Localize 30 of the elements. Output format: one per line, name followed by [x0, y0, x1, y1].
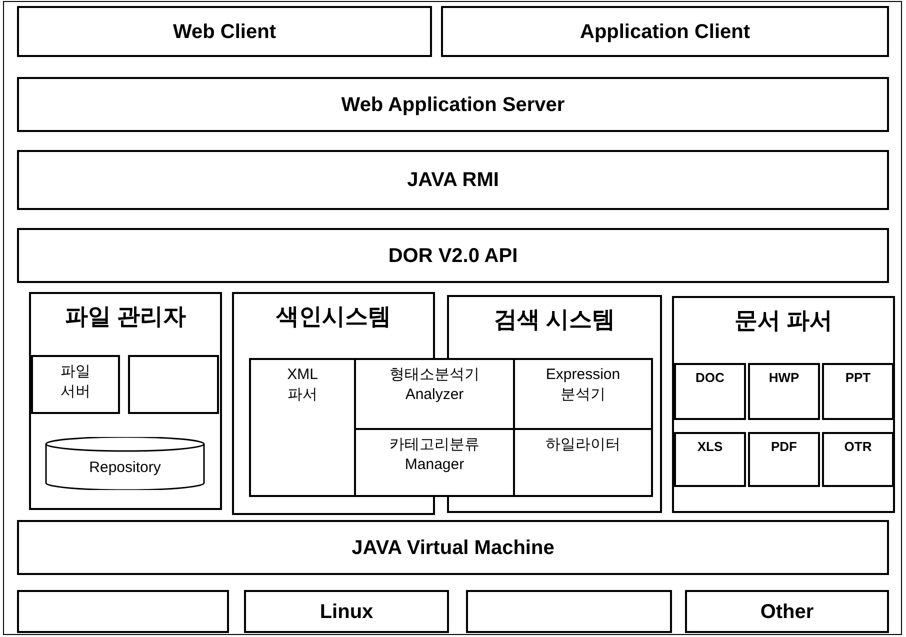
component-box: 형태소분석기 Analyzer: [354, 358, 515, 430]
module-heading: 문서 파서: [733, 306, 834, 335]
component-box: 파일 서버: [31, 355, 120, 414]
empty-box: [128, 355, 219, 414]
platform-box: Other: [685, 590, 889, 633]
component-box: Expression 분석기: [513, 358, 653, 430]
module-heading: 파일 관리자: [64, 302, 188, 331]
empty-box: [17, 590, 229, 633]
module-box: [29, 292, 222, 510]
format-box: DOC: [674, 363, 746, 420]
format-box: PDF: [748, 432, 820, 487]
empty-box: [466, 590, 672, 633]
module-box: [672, 296, 895, 513]
format-box: XLS: [674, 432, 746, 487]
layer-box: JAVA Virtual Machine: [17, 520, 889, 575]
module-heading: 색인시스템: [275, 302, 392, 331]
layer-box: JAVA RMI: [17, 150, 889, 210]
layer-box: Web Application Server: [17, 77, 889, 132]
layer-box: Web Client: [17, 6, 432, 57]
module-heading: 검색 시스템: [492, 305, 616, 334]
repository-cylinder: Repository: [45, 437, 205, 490]
component-box: 하일라이터: [513, 428, 653, 497]
platform-box: Linux: [244, 590, 449, 633]
format-box: HWP: [748, 363, 820, 420]
layer-box: DOR V2.0 API: [17, 228, 889, 283]
format-box: OTR: [822, 432, 894, 487]
layer-box: Application Client: [441, 6, 889, 57]
format-box: PPT: [822, 363, 894, 420]
component-box: 카테고리분류 Manager: [354, 428, 515, 497]
component-box: XML 파서: [249, 358, 356, 497]
